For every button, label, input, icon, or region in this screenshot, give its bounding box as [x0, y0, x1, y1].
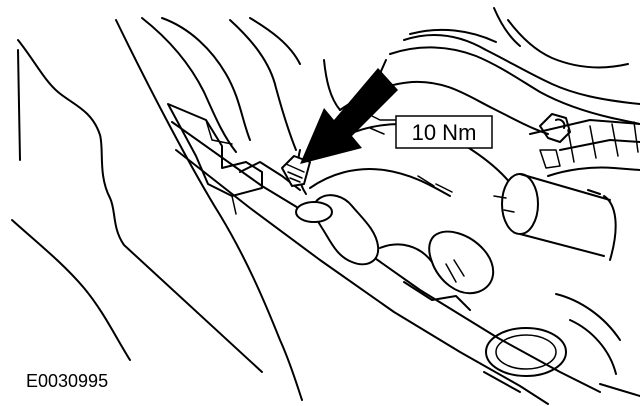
oval-boss-slot: [445, 259, 465, 283]
bracket-detail: [205, 119, 237, 215]
lower-center-plate: [379, 243, 471, 311]
figure-id: E0030995: [26, 371, 109, 391]
manifold-ridge-2: [377, 28, 497, 93]
lower-right-curves: [483, 293, 640, 397]
right-stud-shaft: [519, 173, 611, 257]
sensor-body: [281, 155, 311, 187]
torque-arrow: [300, 68, 398, 164]
manifold-runner-lines: [363, 111, 453, 193]
oval-boss: [428, 230, 494, 295]
left-panel-outline: [11, 39, 263, 373]
lower-right-ring-inner: [495, 334, 557, 370]
torque-callout-box: [395, 115, 493, 149]
sensor-threads: [285, 163, 305, 183]
housing-edge-lower: [175, 149, 549, 405]
upper-duct-outline: [141, 17, 251, 153]
lower-right-ring: [485, 327, 567, 377]
housing-edge-top: [171, 121, 601, 393]
manifold-ridge-1: [403, 34, 640, 105]
manifold-top-edge: [389, 46, 640, 125]
right-stud-thread: [493, 195, 515, 213]
right-module-ribs: [567, 121, 639, 163]
upper-right-bracket: [539, 113, 571, 143]
upper-duct-inner: [229, 17, 301, 151]
center-port-opening: [295, 201, 333, 223]
torque-callout-label: 10 Nm: [412, 120, 477, 145]
bracket-block: [167, 103, 263, 197]
top-right-cylinder: [493, 7, 629, 69]
right-stud-end: [587, 189, 617, 261]
right-washer: [501, 173, 539, 235]
right-module-outline: [529, 119, 640, 177]
upper-right-bracket-detail: [539, 149, 561, 169]
left-panel-edge: [115, 19, 303, 401]
